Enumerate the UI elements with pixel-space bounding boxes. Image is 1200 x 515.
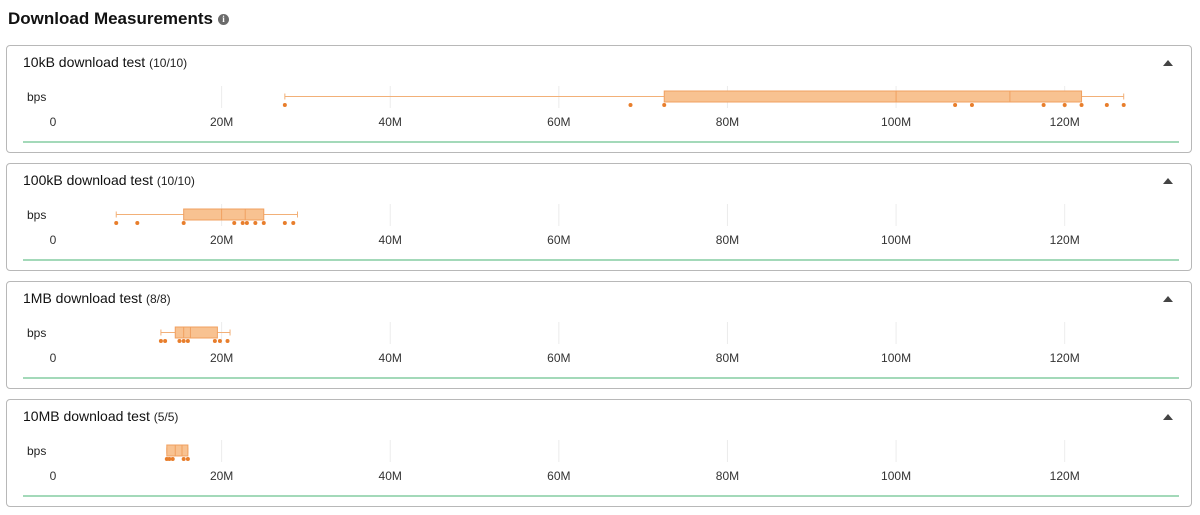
iqr-box <box>183 208 265 221</box>
iqr-box <box>663 90 1083 103</box>
x-tick-label: 20M <box>210 351 233 365</box>
data-point <box>244 221 249 225</box>
x-tick-label: 80M <box>716 115 739 129</box>
x-tick-label: 20M <box>210 233 233 247</box>
data-point <box>217 339 222 343</box>
data-point <box>232 221 237 225</box>
data-point <box>253 221 258 225</box>
panel-count: (5/5) <box>153 410 179 424</box>
x-tick-label: 0 <box>50 469 57 483</box>
data-point <box>181 457 186 461</box>
x-tick-label: 60M <box>547 233 570 247</box>
panel-title-text: 10MB download test <box>23 408 150 424</box>
panel-title: 100kB download test (10/10) <box>23 172 195 188</box>
x-tick-label: 100M <box>881 351 911 365</box>
boxplot-chart: 0 20M 40M 60M 80M 100M 120M bps <box>23 322 1179 379</box>
x-tick-label: 100M <box>881 469 911 483</box>
x-tick-label: 40M <box>379 233 402 247</box>
iqr-box <box>174 326 218 339</box>
data-point <box>181 221 186 225</box>
panel-count: (10/10) <box>149 56 188 70</box>
panel-title: 10MB download test (5/5) <box>23 408 178 424</box>
panel-10mb: 10MB download test (5/5) 0 20M 40M 60M 80M 10… <box>6 399 1192 507</box>
panel-title: 10kB download test (10/10) <box>23 54 187 70</box>
x-tick-label: 120M <box>1050 233 1080 247</box>
panel-count: (8/8) <box>145 292 171 306</box>
boxplot-chart: 0 20M 40M 60M 80M 100M 120M bps <box>23 204 1179 261</box>
y-axis-title: bps <box>27 90 46 104</box>
x-tick-label: 80M <box>716 469 739 483</box>
x-tick-label: 0 <box>50 233 57 247</box>
data-point <box>177 339 182 343</box>
x-tick-label: 20M <box>210 115 233 129</box>
y-axis-title: bps <box>27 326 46 340</box>
data-point <box>953 103 958 107</box>
x-tick-label: 100M <box>881 233 911 247</box>
data-point <box>170 457 175 461</box>
data-point <box>163 339 168 343</box>
x-tick-label: 0 <box>50 351 57 365</box>
data-point <box>135 221 140 225</box>
data-point <box>261 221 266 225</box>
data-point <box>212 339 217 343</box>
page-header: Download Measurements i <box>8 8 229 30</box>
data-point <box>1121 103 1126 107</box>
x-tick-label: 60M <box>547 351 570 365</box>
x-tick-label: 120M <box>1050 115 1080 129</box>
x-tick-label: 120M <box>1050 351 1080 365</box>
data-point <box>158 339 163 343</box>
collapse-caret-icon[interactable] <box>1163 414 1173 420</box>
x-tick-label: 80M <box>716 351 739 365</box>
x-tick-label: 40M <box>379 115 402 129</box>
collapse-caret-icon[interactable] <box>1163 296 1173 302</box>
y-axis-title: bps <box>27 208 46 222</box>
data-point <box>1104 103 1109 107</box>
x-tick-label: 100M <box>881 115 911 129</box>
x-tick-label: 120M <box>1050 469 1080 483</box>
x-tick-label: 60M <box>547 115 570 129</box>
panel-count: (10/10) <box>156 174 195 188</box>
data-point <box>282 103 287 107</box>
data-point <box>185 457 190 461</box>
panel-title-text: 1MB download test <box>23 290 143 306</box>
panel-10kb: 10kB download test (10/10) 0 20M 40M 60M 80M… <box>6 45 1192 153</box>
data-point <box>1079 103 1084 107</box>
collapse-caret-icon[interactable] <box>1163 178 1173 184</box>
data-point <box>225 339 230 343</box>
boxplot-chart: 0 20M 40M 60M 80M 100M 120M bps <box>23 86 1179 143</box>
data-point <box>628 103 633 107</box>
data-point <box>240 221 245 225</box>
data-point <box>282 221 287 225</box>
collapse-caret-icon[interactable] <box>1163 60 1173 66</box>
data-point <box>167 457 172 461</box>
data-point <box>181 339 186 343</box>
x-tick-label: 60M <box>547 469 570 483</box>
data-point <box>185 339 190 343</box>
y-axis-title: bps <box>27 444 46 458</box>
x-tick-label: 80M <box>716 233 739 247</box>
data-point <box>1041 103 1046 107</box>
x-tick-label: 0 <box>50 115 57 129</box>
data-point <box>291 221 296 225</box>
panel-title: 1MB download test (8/8) <box>23 290 171 306</box>
info-icon[interactable]: i <box>218 13 229 25</box>
panel-title-text: 10kB download test <box>23 54 146 70</box>
panel-1mb: 1MB download test (8/8) 0 20M 40M 60M 80M 100… <box>6 281 1192 389</box>
boxplot-chart: 0 20M 40M 60M 80M 100M 120M bps <box>23 440 1179 497</box>
x-tick-label: 40M <box>379 351 402 365</box>
data-point <box>1062 103 1067 107</box>
iqr-box <box>166 444 189 457</box>
x-tick-label: 40M <box>379 469 402 483</box>
panel-100kb: 100kB download test (10/10) 0 20M 40M 60M 80… <box>6 163 1192 271</box>
x-tick-label: 20M <box>210 469 233 483</box>
data-point <box>662 103 667 107</box>
data-point <box>969 103 974 107</box>
page-title: Download Measurements <box>8 9 213 28</box>
panel-title-text: 100kB download test <box>23 172 153 188</box>
data-point <box>114 221 119 225</box>
